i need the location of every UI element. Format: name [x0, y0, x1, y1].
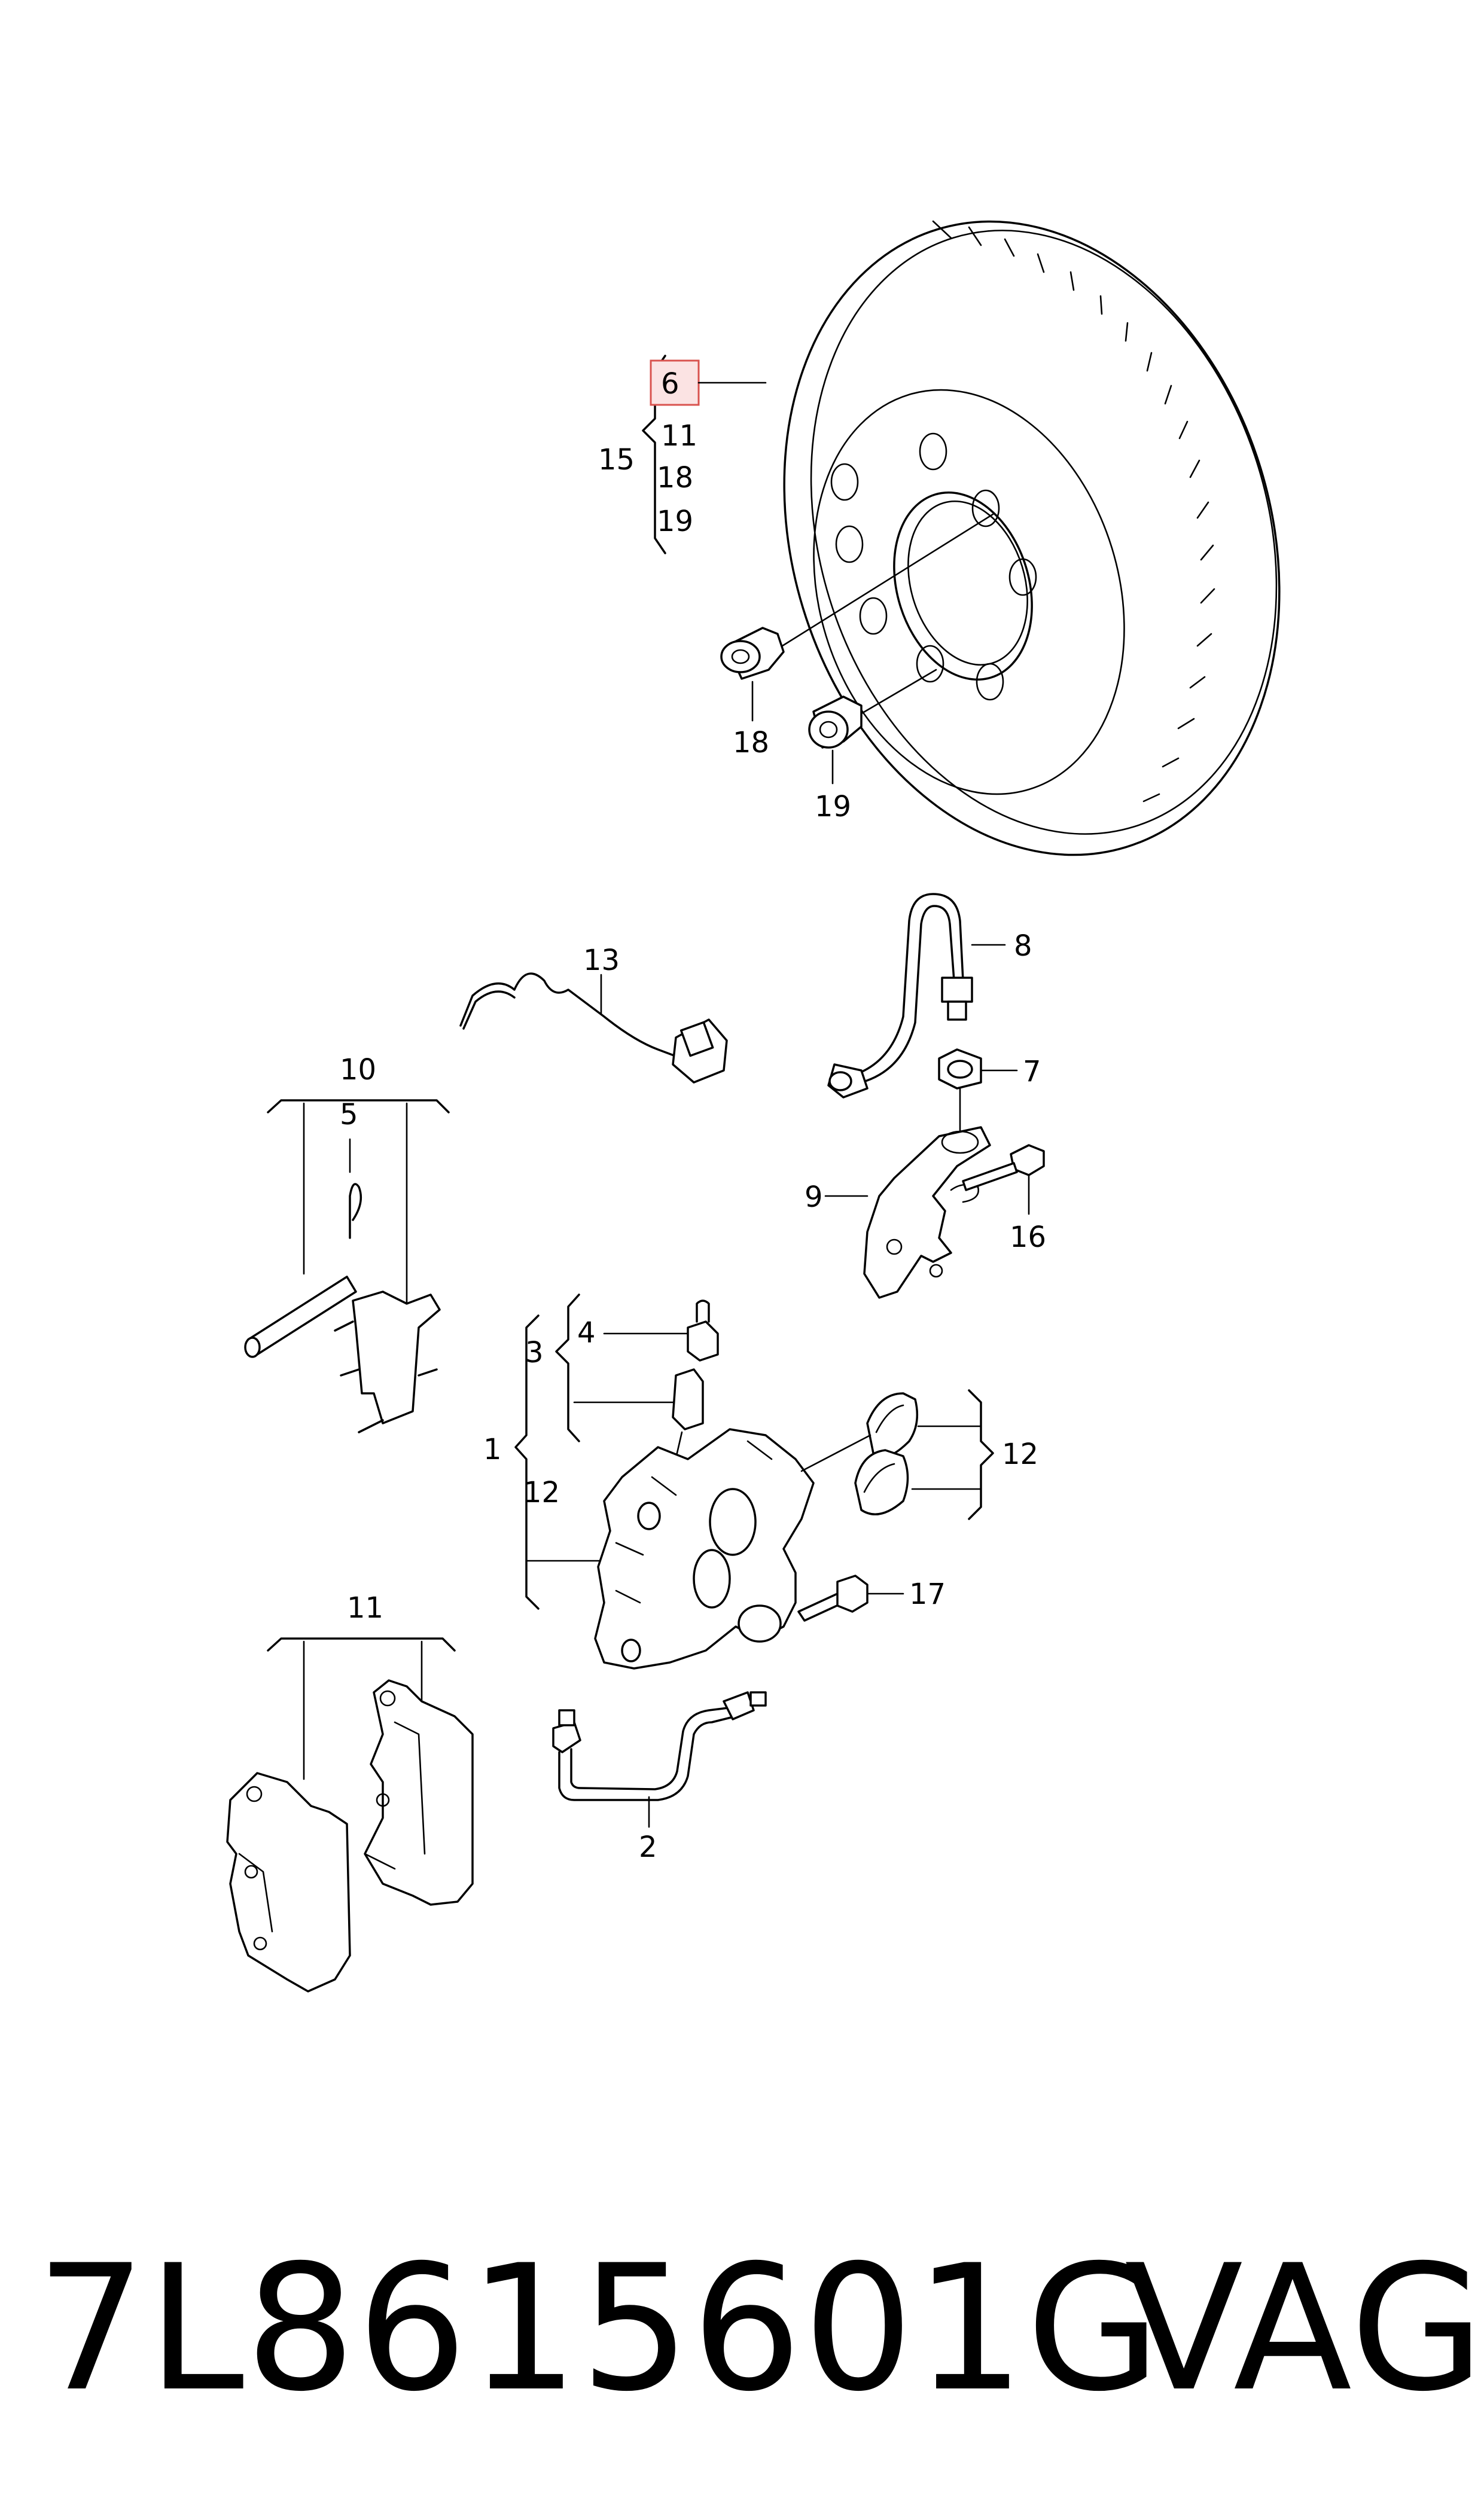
part-number: 7L8615601G	[36, 2228, 1162, 2430]
wear-sensor-wire	[459, 972, 728, 1084]
callout-17: 17	[909, 1578, 946, 1611]
callout-bracket-12	[800, 1389, 994, 1520]
bracket-9	[824, 1126, 991, 1299]
brake-pad-outer	[226, 1772, 351, 1993]
callout-7: 7	[1023, 1055, 1041, 1088]
retaining-pin	[244, 1276, 357, 1358]
callout-2: 2	[639, 1830, 657, 1864]
seal-ring-top	[866, 1392, 919, 1459]
callout-5: 5	[340, 1098, 358, 1131]
callout-16: 16	[1010, 1221, 1046, 1254]
footer: 7L8615601G VAG	[0, 2213, 1484, 2452]
bolt-17	[797, 1575, 904, 1622]
callout-4: 4	[577, 1316, 596, 1350]
bleeder-valve-4	[687, 1299, 719, 1362]
callout-11-pads: 11	[347, 1591, 383, 1625]
brake-hose-2	[552, 1691, 767, 1828]
bolt-16	[962, 1144, 1045, 1215]
callout-bracket-1	[514, 1314, 605, 1610]
callout-labels: 6 11 15 18 19 18 19 13 8 7 9 16 10 5 4 3…	[340, 367, 1046, 1864]
bolt-19	[808, 695, 863, 785]
brake-disc	[776, 220, 1281, 856]
callout-18: 18	[657, 461, 693, 495]
brake-line-8	[827, 893, 1006, 1099]
callout-1: 1	[483, 1433, 502, 1466]
callout-6: 6	[661, 367, 679, 401]
callout-19-bolt: 19	[815, 790, 851, 823]
callout-12-caliper: 12	[523, 1476, 560, 1509]
brand-label: VAG	[1125, 2228, 1484, 2430]
caliper-1	[594, 1428, 815, 1670]
callout-11: 11	[661, 419, 697, 453]
callout-12-seals: 12	[1002, 1438, 1038, 1471]
callout-18-bolt: 18	[733, 726, 769, 759]
brake-pad-inner	[364, 1679, 474, 1906]
callout-19: 19	[657, 505, 693, 538]
spring-clip-5	[349, 1138, 362, 1239]
callout-3: 3	[525, 1336, 544, 1369]
callout-group-disc	[642, 355, 767, 554]
callout-13: 13	[583, 944, 620, 977]
callout-10: 10	[340, 1053, 376, 1087]
washer-7	[938, 1048, 1018, 1131]
callout-9: 9	[805, 1180, 823, 1214]
anti-rattle-pad	[334, 1290, 441, 1433]
bolt-18	[720, 627, 785, 722]
callout-8: 8	[1014, 929, 1032, 963]
callout-bracket-10	[267, 1099, 450, 1305]
callout-15: 15	[598, 443, 635, 477]
bleeder-screw	[672, 1368, 704, 1472]
callout-bracket-3	[555, 1293, 689, 1442]
seal-ring-bottom	[854, 1449, 909, 1515]
